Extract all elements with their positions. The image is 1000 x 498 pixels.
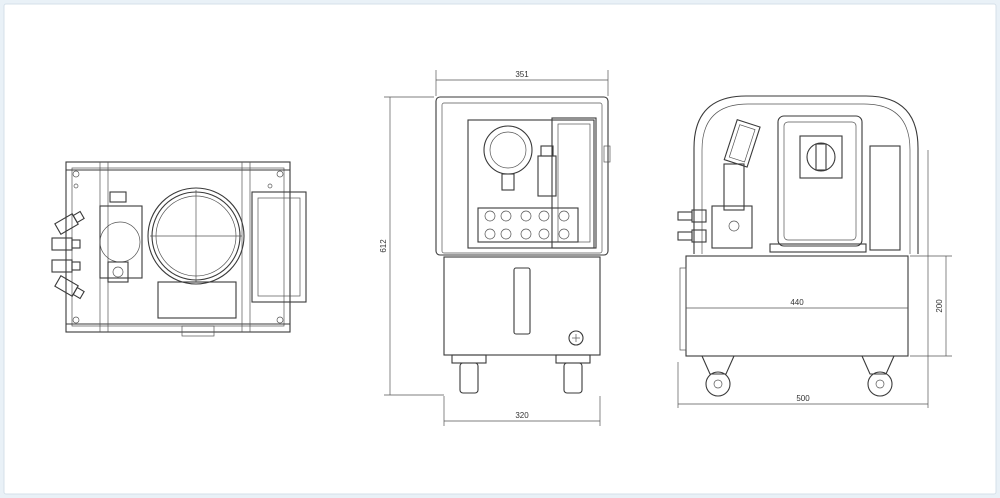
motor-body [777,115,863,247]
dim-side-tank-height: 200 [910,255,952,357]
side-caster-left [701,355,735,397]
dim-side-overall-length: 500 [677,150,929,408]
caster-left [451,354,487,394]
side-overall-length-label: 500 [796,394,810,403]
front-view: 351 612 320 [379,70,611,426]
caster-right [555,354,591,394]
quick-coupler-1 [54,210,85,235]
side-caster-right [861,355,895,397]
side-gauge [723,118,761,168]
carry-handle [693,95,919,254]
pressure-gauge [483,125,533,175]
top-view [51,161,307,337]
front-oil-tank [443,256,601,356]
dim-front-base: 320 [443,396,601,426]
side-view: 440 200 500 [677,95,952,408]
quick-coupler-3 [51,259,81,273]
front-height-label: 612 [379,239,388,253]
drawing-sheet [3,3,997,495]
side-tank-height-label: 200 [935,299,944,313]
front-frame [435,96,609,256]
dim-side-tank-length: 440 [686,298,908,309]
dim-front-height: 612 [379,96,444,396]
side-tank-length-label: 440 [790,298,804,307]
front-base-label: 320 [515,411,529,420]
valve-block [477,207,579,243]
filter-circle [147,187,245,285]
quick-coupler-4 [54,275,85,300]
dim-front-width: 351 [435,70,609,96]
front-width-label: 351 [515,70,529,79]
quick-coupler-2 [51,237,81,251]
